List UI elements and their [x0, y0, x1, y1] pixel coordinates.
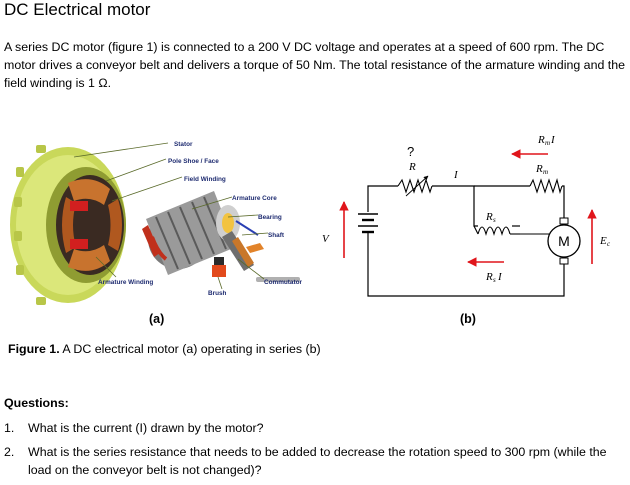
problem-statement: A series DC motor (figure 1) is connecte… — [4, 40, 626, 90]
label-bearing: Bearing — [258, 214, 282, 221]
svg-text:R: R — [485, 271, 493, 283]
rs-label: R s — [485, 211, 496, 224]
svg-text:c: c — [607, 240, 611, 248]
figure-caption: Figure 1. A DC electrical motor (a) oper… — [8, 342, 321, 356]
motor-letter: M — [558, 233, 570, 249]
svg-text:I: I — [497, 271, 503, 283]
svg-text:E: E — [599, 235, 607, 247]
figure-b-label: (b) — [460, 312, 476, 326]
armature — [142, 191, 300, 282]
voltage-v-label: V — [322, 233, 330, 245]
rm-i-label: R m I — [537, 134, 556, 147]
caption-number: Figure 1. — [8, 342, 60, 356]
caption-text: A DC electrical motor (a) operating in s… — [59, 342, 321, 356]
questions-list: 1. What is the current (I) drawn by the … — [4, 419, 628, 485]
svg-text:m: m — [545, 139, 550, 147]
question-item: 1. What is the current (I) drawn by the … — [4, 419, 628, 437]
circuit-wires — [367, 185, 565, 297]
figure-a-label: (a) — [149, 312, 165, 326]
rm-label: R m — [535, 163, 548, 176]
current-i-label: I — [453, 169, 459, 181]
label-pole-shoe: Pole Shoe / Face — [168, 158, 219, 165]
svg-text:I: I — [550, 134, 556, 146]
questions-heading: Questions: — [4, 396, 69, 410]
rs-i-label: R s I — [485, 271, 503, 284]
question-text: What is the series resistance that needs… — [28, 445, 607, 477]
svg-text:s: s — [493, 216, 496, 224]
question-item: 2. What is the series resistance that ne… — [4, 443, 628, 479]
page-title: DC Electrical motor — [4, 0, 151, 19]
svg-text:s: s — [493, 276, 496, 284]
unknown-resistor-question: ? — [407, 144, 414, 159]
series-circuit-diagram: M ? R I V R m I R m R s R s I E c — [322, 134, 611, 297]
series-resistor — [397, 175, 433, 197]
svg-text:R: R — [485, 211, 493, 223]
svg-text:R: R — [535, 163, 543, 175]
motor-symbol — [547, 217, 581, 265]
label-field-winding: Field Winding — [184, 176, 226, 183]
dc-voltage-source — [358, 213, 378, 246]
label-stator: Stator — [174, 141, 193, 148]
svg-text:R: R — [537, 134, 545, 146]
label-armature-winding: Armature Winding — [98, 279, 153, 286]
question-text: What is the current (I) drawn by the mot… — [28, 421, 264, 435]
label-armature-core: Armature Core — [232, 195, 277, 202]
question-number: 2. — [4, 445, 15, 459]
label-shaft: Shaft — [268, 232, 285, 239]
field-winding — [62, 179, 122, 271]
svg-text:m: m — [543, 168, 548, 176]
question-number: 1. — [4, 421, 15, 435]
ec-label: E c — [599, 235, 611, 248]
resistor-r-label: R — [408, 161, 416, 173]
current-arrows — [339, 149, 597, 267]
motor-illustration: Stator Pole Shoe / Face Field Winding Ar… — [10, 141, 303, 305]
armature-resistor — [529, 178, 563, 194]
label-brush: Brush — [208, 290, 227, 297]
label-commutator: Commutator — [264, 279, 303, 286]
